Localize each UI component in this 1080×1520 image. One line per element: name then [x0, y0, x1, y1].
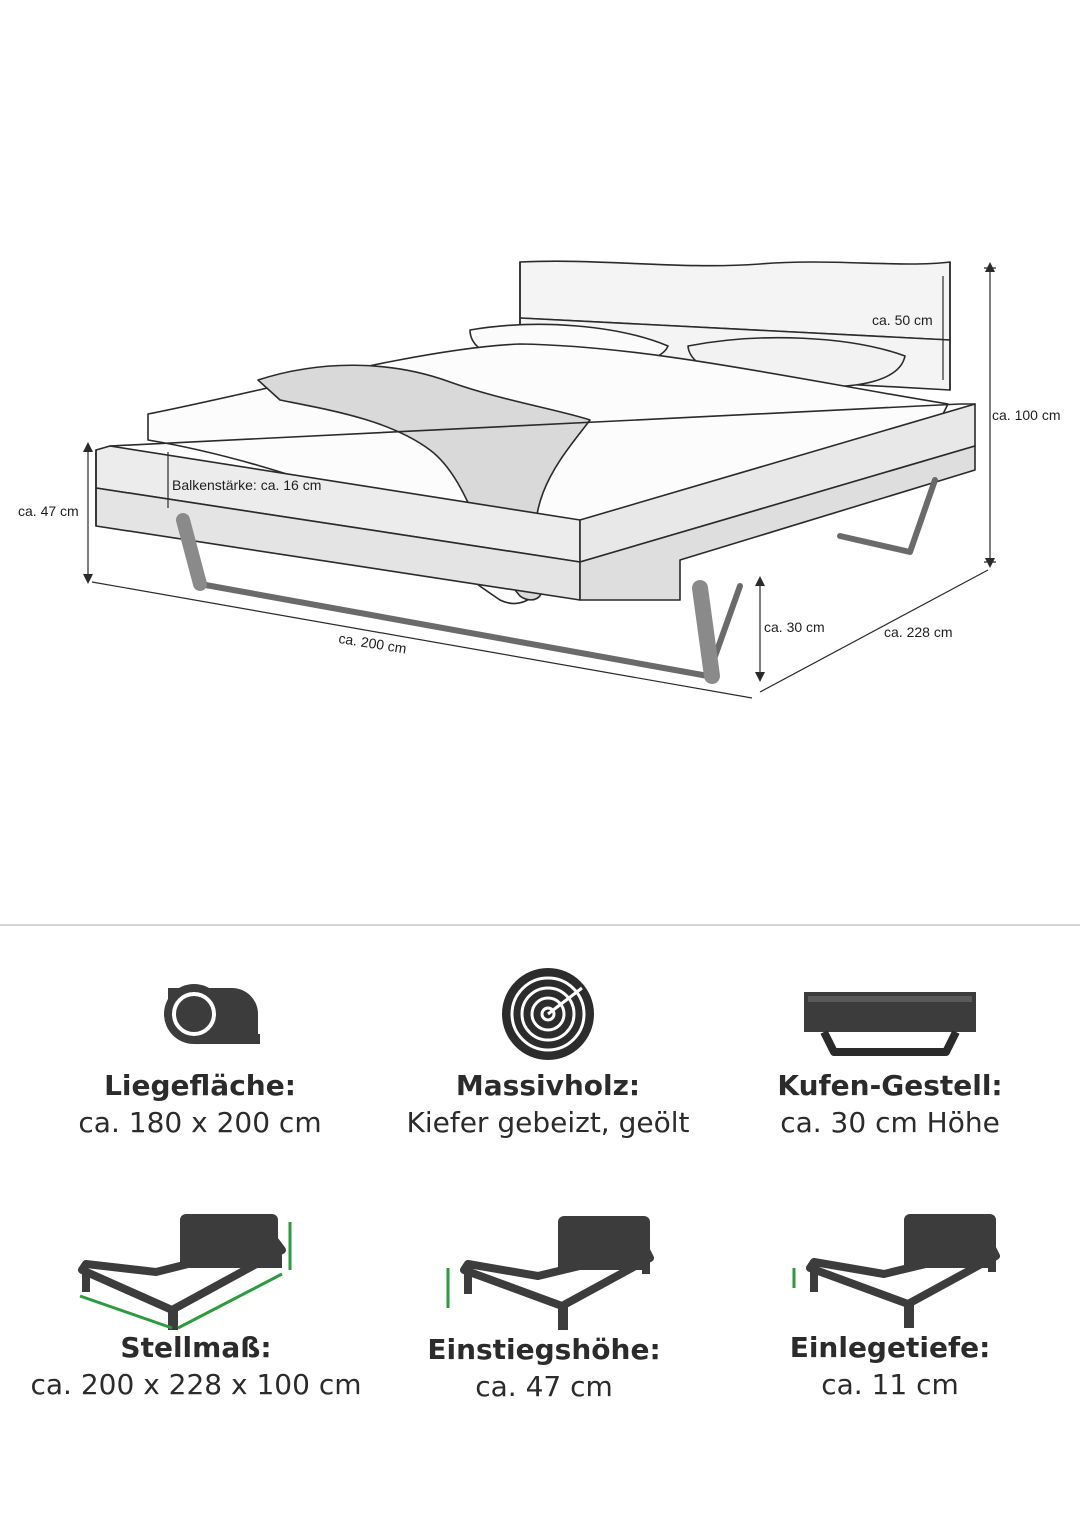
feature-title: Stellmaß:	[120, 1331, 272, 1364]
dim-headboard-height: ca. 50 cm	[872, 312, 933, 328]
tape-measure-icon	[164, 984, 260, 1045]
bed-insert-depth-icon	[792, 1214, 1000, 1328]
dim-line-width	[759, 569, 989, 693]
section-divider	[0, 924, 1080, 926]
feature-title: Kufen-Gestell:	[777, 1069, 1003, 1102]
skid-legs	[176, 477, 938, 684]
feature-value: ca. 11 cm	[821, 1368, 959, 1401]
feature-title: Einlegetiefe:	[789, 1331, 991, 1364]
skid-frame-icon	[804, 992, 976, 1056]
bed-technical-drawing	[83, 260, 996, 699]
dim-frame-height: ca. 30 cm	[764, 619, 825, 635]
feature-value: ca. 47 cm	[475, 1370, 613, 1403]
feature-insert-depth: Einlegetiefe: ca. 11 cm	[710, 1210, 1070, 1404]
feature-title: Liegefläche:	[104, 1069, 296, 1102]
feature-overall-size: Stellmaß: ca. 200 x 228 x 100 cm	[16, 1210, 376, 1404]
feature-value: ca. 180 x 200 cm	[78, 1106, 322, 1139]
feature-sleeping-area: Liegefläche: ca. 180 x 200 cm	[20, 978, 380, 1142]
feature-skid-frame: Kufen-Gestell: ca. 30 cm Höhe	[710, 988, 1070, 1142]
feature-entry-height: Einstiegshöhe: ca. 47 cm	[364, 1212, 724, 1406]
feature-value: ca. 200 x 228 x 100 cm	[30, 1368, 362, 1401]
bed-frame	[95, 403, 976, 601]
dim-entry-height: ca. 47 cm	[18, 503, 79, 519]
feature-value: ca. 30 cm Höhe	[780, 1106, 1000, 1139]
wood-log-icon	[502, 968, 594, 1060]
feature-title: Massivholz:	[455, 1069, 641, 1102]
dim-width: ca. 228 cm	[884, 624, 953, 640]
bed-overall-dimensions-icon	[78, 1214, 292, 1330]
bed-entry-height-icon	[446, 1216, 654, 1330]
dim-total-height: ca. 100 cm	[992, 407, 1061, 423]
dim-beam-thickness: Balkenstärke: ca. 16 cm	[172, 477, 322, 493]
feature-title: Einstiegshöhe:	[427, 1333, 661, 1366]
feature-value: Kiefer gebeizt, geölt	[406, 1106, 690, 1139]
feature-solid-wood: Massivholz: Kiefer gebeizt, geölt	[368, 960, 728, 1142]
dim-line-length	[91, 581, 753, 699]
